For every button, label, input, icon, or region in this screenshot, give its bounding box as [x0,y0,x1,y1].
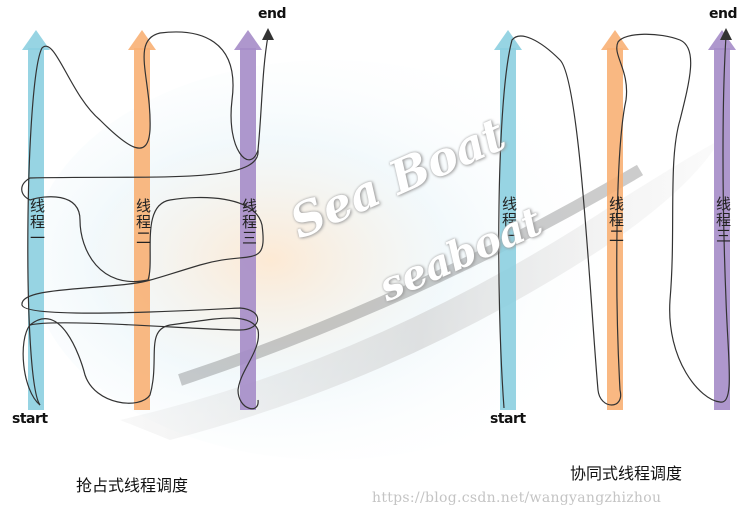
left-start-label: start [12,411,48,427]
left-end-label: end [258,6,286,22]
right-thread-two-arrow [601,30,629,410]
right-thread-three-label: 线程三 [714,196,732,244]
left-caption: 抢占式线程调度 [76,476,189,495]
right-start-label: start [490,411,526,427]
source-url: https://blog.csdn.net/wangyangzhizhou [372,490,662,506]
left-execution-path-middle [21,149,264,406]
right-caption: 协同式线程调度 [570,464,683,483]
left-execution-path-lower [29,317,260,410]
right-end-arrowhead [720,28,732,40]
left-end-arrowhead [262,28,274,40]
right-thread-two-label: 线程二 [607,196,625,244]
left-thread-one-label: 线程一 [28,198,46,246]
right-thread-one-label: 线程一 [500,196,518,244]
left-thread-two-arrow [128,30,156,410]
left-thread-two-label: 线程二 [134,198,152,246]
left-thread-three-label: 线程三 [240,198,258,246]
right-end-label: end [709,6,737,22]
right-thread-one-arrow [494,30,522,410]
